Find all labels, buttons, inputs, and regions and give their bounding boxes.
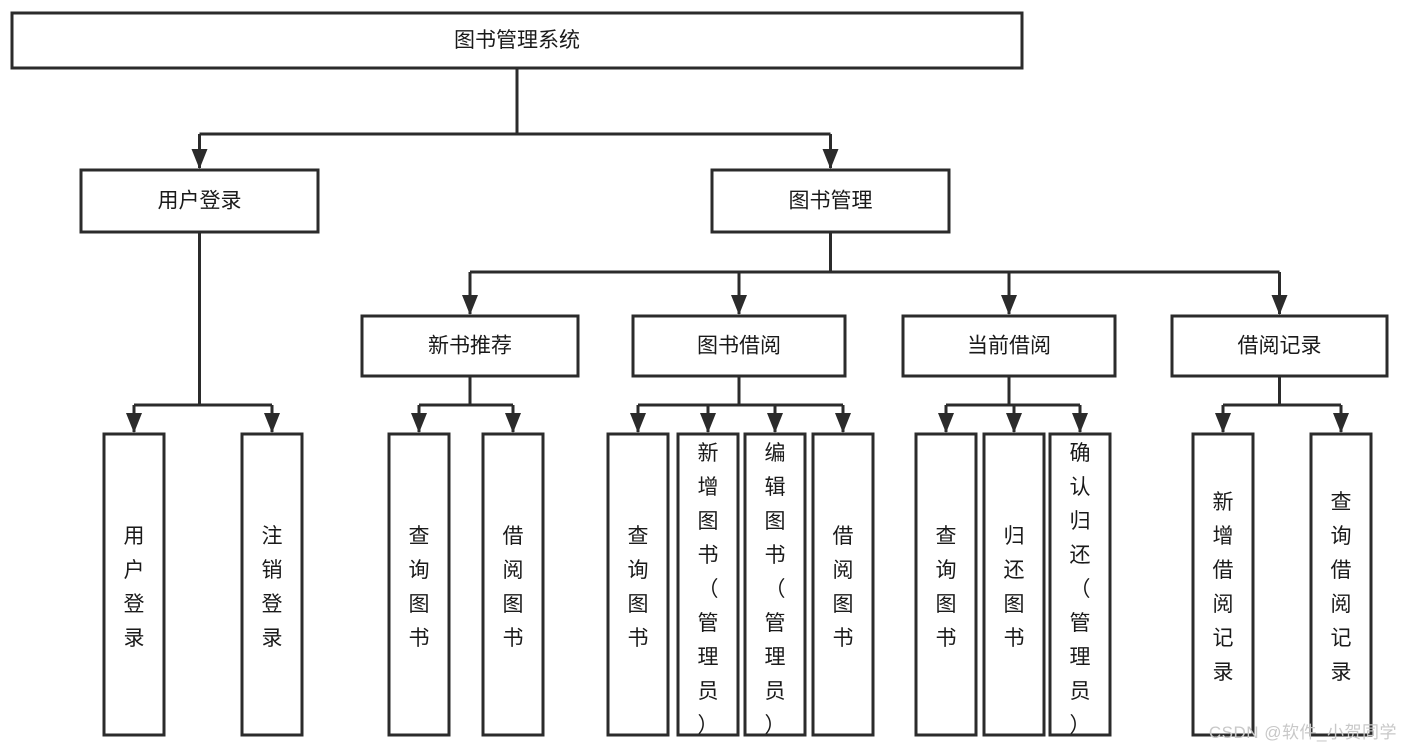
node-leaf-query-book-2[interactable]: 查询图书 — [606, 432, 670, 737]
node-box-current-borrow[interactable] — [901, 314, 1117, 378]
arrow-to-leaf-query-book-2 — [630, 413, 646, 433]
arrow-to-new-book-recommend — [462, 295, 478, 315]
node-new-book-recommend[interactable]: 新书推荐 — [360, 314, 580, 378]
node-box-leaf-borrow-book-1[interactable] — [481, 432, 545, 737]
arrow-to-user-login — [191, 149, 208, 169]
node-box-book-borrow[interactable] — [631, 314, 847, 378]
node-root[interactable]: 图书管理系统 — [10, 11, 1024, 70]
arrow-to-leaf-edit-book-admin — [767, 413, 783, 433]
node-box-leaf-query-borrow-record[interactable] — [1309, 432, 1373, 737]
arrow-to-leaf-query-book-1 — [411, 413, 427, 433]
node-leaf-query-book-1[interactable]: 查询图书 — [387, 432, 451, 737]
node-box-leaf-query-book-1[interactable] — [387, 432, 451, 737]
node-label-current-borrow: 当前借阅 — [967, 335, 1051, 358]
node-label-root: 图书管理系统 — [454, 29, 580, 52]
connector-layer — [126, 68, 1349, 433]
arrow-to-leaf-borrow-book-1 — [505, 413, 521, 433]
node-label-leaf-add-borrow-record: 新增借阅记录 — [1213, 491, 1234, 684]
arrow-to-leaf-borrow-book-2 — [835, 413, 851, 433]
node-label-leaf-add-book-admin: 新增图书（管理员） — [698, 442, 719, 737]
node-book-borrow[interactable]: 图书借阅 — [631, 314, 847, 378]
node-box-root[interactable] — [10, 11, 1024, 70]
node-box-new-book-recommend[interactable] — [360, 314, 580, 378]
node-leaf-confirm-return-admin[interactable]: 确认归还（管理员） — [1048, 432, 1112, 737]
node-leaf-borrow-book-2[interactable]: 借阅图书 — [811, 432, 875, 737]
node-box-leaf-edit-book-admin[interactable] — [743, 432, 807, 737]
node-box-leaf-borrow-book-2[interactable] — [811, 432, 875, 737]
node-box-leaf-query-book-3[interactable] — [914, 432, 978, 737]
node-leaf-add-book-admin[interactable]: 新增图书（管理员） — [676, 432, 740, 737]
node-layer: 图书管理系统用户登录图书管理新书推荐图书借阅当前借阅借阅记录用户登录注销登录查询… — [10, 11, 1389, 737]
arrow-to-leaf-confirm-return-admin — [1072, 413, 1088, 433]
node-label-leaf-user-logout: 注销登录 — [262, 525, 283, 650]
node-current-borrow[interactable]: 当前借阅 — [901, 314, 1117, 378]
node-borrow-record[interactable]: 借阅记录 — [1170, 314, 1389, 378]
node-label-leaf-query-borrow-record: 查询借阅记录 — [1331, 491, 1352, 684]
arrow-to-leaf-add-book-admin — [700, 413, 716, 433]
arrow-to-leaf-user-login — [126, 413, 142, 433]
node-box-book-manage[interactable] — [710, 168, 951, 234]
node-label-leaf-borrow-book-2: 借阅图书 — [833, 525, 854, 650]
node-leaf-query-borrow-record[interactable]: 查询借阅记录 — [1309, 432, 1373, 737]
node-leaf-query-book-3[interactable]: 查询图书 — [914, 432, 978, 737]
node-label-book-borrow: 图书借阅 — [697, 335, 781, 358]
node-label-leaf-query-book-3: 查询图书 — [936, 525, 957, 650]
node-box-user-login[interactable] — [79, 168, 320, 234]
arrow-to-book-manage — [822, 149, 839, 169]
node-label-book-manage: 图书管理 — [789, 190, 873, 213]
node-label-borrow-record: 借阅记录 — [1238, 335, 1322, 358]
node-book-manage[interactable]: 图书管理 — [710, 168, 951, 234]
node-leaf-borrow-book-1[interactable]: 借阅图书 — [481, 432, 545, 737]
node-box-leaf-return-book[interactable] — [982, 432, 1046, 737]
arrow-to-book-borrow — [731, 295, 747, 315]
node-box-leaf-user-login[interactable] — [102, 432, 166, 737]
node-box-leaf-add-book-admin[interactable] — [676, 432, 740, 737]
node-label-leaf-edit-book-admin: 编辑图书（管理员） — [765, 442, 786, 737]
arrow-to-leaf-return-book — [1006, 413, 1022, 433]
node-label-leaf-query-book-1: 查询图书 — [409, 525, 430, 650]
arrow-to-leaf-query-book-3 — [938, 413, 954, 433]
node-label-leaf-borrow-book-1: 借阅图书 — [503, 525, 524, 650]
watermark-text: CSDN @软件_小贺同学 — [1208, 723, 1397, 742]
node-leaf-user-logout[interactable]: 注销登录 — [240, 432, 304, 737]
node-box-leaf-query-book-2[interactable] — [606, 432, 670, 737]
node-leaf-user-login[interactable]: 用户登录 — [102, 432, 166, 737]
node-leaf-return-book[interactable]: 归还图书 — [982, 432, 1046, 737]
node-label-leaf-query-book-2: 查询图书 — [628, 525, 649, 650]
node-box-leaf-add-borrow-record[interactable] — [1191, 432, 1255, 737]
arrow-to-borrow-record — [1271, 295, 1288, 315]
node-box-leaf-confirm-return-admin[interactable] — [1048, 432, 1112, 737]
node-label-new-book-recommend: 新书推荐 — [428, 335, 512, 358]
node-user-login[interactable]: 用户登录 — [79, 168, 320, 234]
node-box-borrow-record[interactable] — [1170, 314, 1389, 378]
node-label-leaf-user-login: 用户登录 — [124, 525, 145, 650]
arrow-to-leaf-user-logout — [264, 413, 280, 433]
node-label-leaf-return-book: 归还图书 — [1004, 525, 1025, 650]
arrow-to-current-borrow — [1001, 295, 1017, 315]
node-box-leaf-user-logout[interactable] — [240, 432, 304, 737]
node-leaf-add-borrow-record[interactable]: 新增借阅记录 — [1191, 432, 1255, 737]
node-label-user-login: 用户登录 — [158, 190, 242, 213]
node-label-leaf-confirm-return-admin: 确认归还（管理员） — [1070, 442, 1091, 737]
arrow-to-leaf-query-borrow-record — [1333, 413, 1349, 433]
node-leaf-edit-book-admin[interactable]: 编辑图书（管理员） — [743, 432, 807, 737]
arrow-to-leaf-add-borrow-record — [1215, 413, 1231, 433]
